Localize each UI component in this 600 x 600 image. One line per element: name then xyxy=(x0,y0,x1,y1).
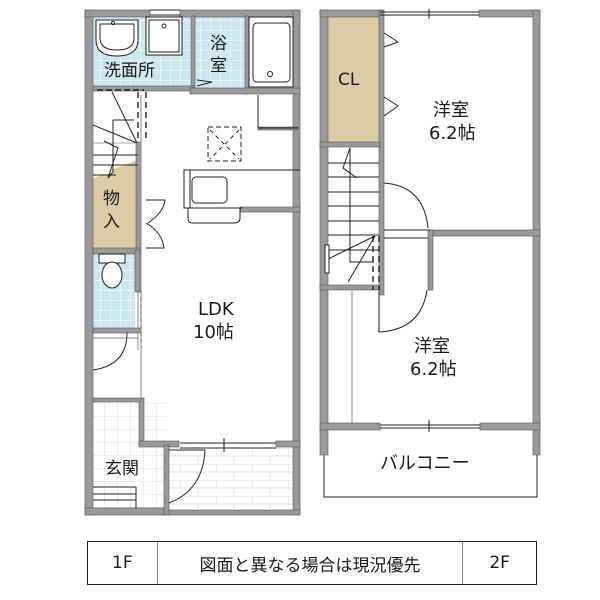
western-room-1-label-size: 6.2帖 xyxy=(429,123,476,144)
wall xyxy=(319,141,381,148)
bathroom-floor xyxy=(195,16,245,88)
balcony-label: バルコニー xyxy=(380,453,470,474)
wall xyxy=(429,229,541,237)
wall xyxy=(135,141,142,251)
porch-floor xyxy=(167,447,295,509)
wall xyxy=(84,9,94,516)
western-room-2-label-name: 洋室 xyxy=(414,336,450,357)
toilet-icon xyxy=(101,261,123,289)
stairs-1f xyxy=(92,91,147,179)
entrance-label: 玄関 xyxy=(105,459,139,479)
wall xyxy=(164,509,301,516)
first-floor-plan xyxy=(84,9,301,516)
closet-label: CL xyxy=(338,70,360,90)
wall xyxy=(378,9,385,296)
legend-note: 図面と異なる場合は現況優先 xyxy=(158,542,464,584)
wall xyxy=(189,87,301,95)
wall xyxy=(244,15,250,95)
wall xyxy=(138,440,180,448)
wall xyxy=(84,9,151,18)
storage-label-line1: 物 xyxy=(103,189,120,209)
wall xyxy=(478,9,541,18)
entrance-floor xyxy=(93,403,166,508)
wall xyxy=(319,9,381,18)
second-floor-plan xyxy=(319,9,541,498)
western-room-2-label-size: 6.2帖 xyxy=(410,359,457,380)
bathroom-label-line2: 室 xyxy=(210,56,227,76)
wall xyxy=(319,422,381,431)
wall xyxy=(179,9,301,18)
legend-2f: 2F xyxy=(489,553,510,573)
ldk-label-size: 10帖 xyxy=(193,322,234,343)
balcony-outline xyxy=(323,455,538,498)
wall xyxy=(92,397,142,403)
wall xyxy=(134,249,141,293)
stairs-2f xyxy=(324,147,380,290)
legend-1f: 1F xyxy=(88,542,158,584)
wall xyxy=(190,15,196,89)
closet-fill xyxy=(328,17,379,142)
wall xyxy=(92,247,142,255)
bathroom-label-line1: 浴 xyxy=(210,34,227,54)
wall xyxy=(319,9,329,456)
ldk-label-name: LDK xyxy=(198,299,234,320)
kitchen-sink-icon xyxy=(191,176,228,204)
wall xyxy=(84,507,168,516)
storage-fill xyxy=(93,160,138,248)
western-room-1-label-name: 洋室 xyxy=(433,100,469,121)
wall xyxy=(163,444,170,516)
wall xyxy=(92,327,142,334)
vent-icon xyxy=(207,126,242,162)
wall xyxy=(427,229,434,291)
wall xyxy=(292,9,301,516)
wall xyxy=(138,397,145,447)
wall xyxy=(479,422,541,431)
washroom-label: 洗面所 xyxy=(104,61,155,81)
storage-label-line2: 入 xyxy=(103,212,120,232)
wall xyxy=(319,284,381,291)
wall xyxy=(239,206,301,213)
wall xyxy=(275,440,301,448)
legend-bar: 1F 図面と異なる場合は現況優先 2F xyxy=(87,541,537,585)
